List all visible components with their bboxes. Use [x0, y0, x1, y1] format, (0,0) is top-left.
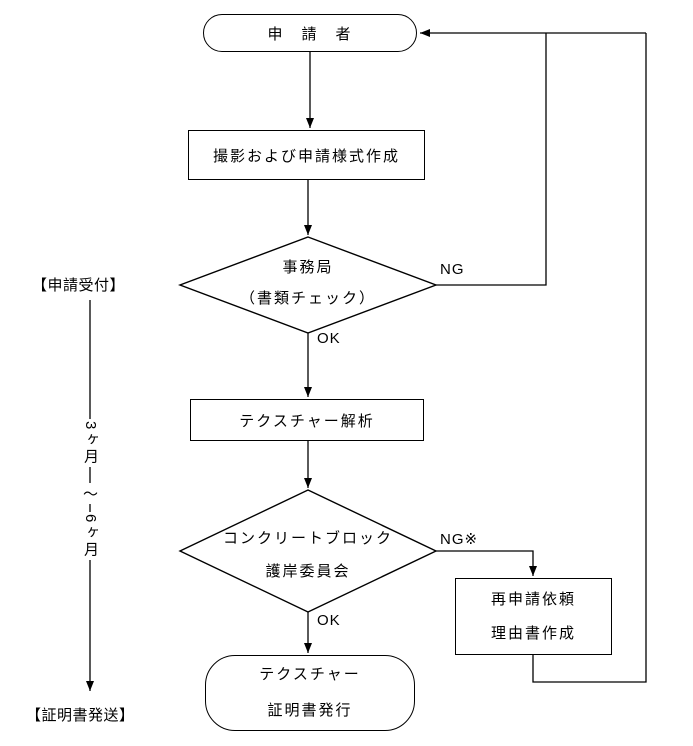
office-check-ng-label: NG: [440, 261, 465, 278]
dispatch-stage-label: 【証明書発送】: [26, 707, 135, 724]
process-create-form-label: 撮影および申請様式作成: [212, 147, 400, 165]
issue-line2: 証明書発行: [267, 702, 353, 719]
office-check-line2: （書類チェック）: [239, 290, 376, 307]
office-check-decision-text: 事務局 （書類チェック）: [180, 252, 436, 314]
process-node-reapplication: 再申請依頼 理由書作成: [455, 578, 612, 655]
committee-line2: 護岸委員会: [265, 563, 351, 580]
office-check-decision-shape: [178, 236, 438, 334]
office-check-ok-label: OK: [317, 330, 341, 347]
issue-line1: テクスチャー: [259, 666, 361, 683]
committee-ok-label: OK: [317, 612, 341, 629]
office-check-line1: 事務局: [282, 259, 334, 276]
duration-label-tilde: ～: [82, 483, 101, 504]
edge-officecheck-ng-loop: [436, 33, 547, 286]
committee-decision-text: コンクリートブロック 護岸委員会: [180, 522, 436, 588]
texture-analysis-label: テクスチャー解析: [239, 412, 375, 430]
start-node-label: 申 請 者: [267, 25, 353, 43]
duration-label-start: 3ヶ月: [80, 419, 101, 468]
edge-committee-ng-to-reapplication: [436, 550, 537, 576]
reapplication-line1: 再申請依頼: [490, 590, 576, 608]
committee-decision-shape: [178, 489, 438, 613]
reapplication-line2: 理由書作成: [490, 624, 576, 642]
committee-line1: コンクリートブロック: [222, 530, 393, 547]
duration-label-end: 6ヶ月: [80, 512, 101, 561]
process-node-create-form: 撮影および申請様式作成: [188, 130, 425, 180]
process-node-texture-analysis: テクスチャー解析: [190, 399, 424, 441]
reception-stage-label: 【申請受付】: [32, 277, 126, 294]
start-node-applicant: 申 請 者: [203, 14, 417, 52]
committee-ng-label: NG※: [440, 531, 479, 548]
end-node-certificate-issue: テクスチャー 証明書発行: [205, 655, 415, 731]
edge-reapplication-return-loop: [532, 33, 647, 683]
